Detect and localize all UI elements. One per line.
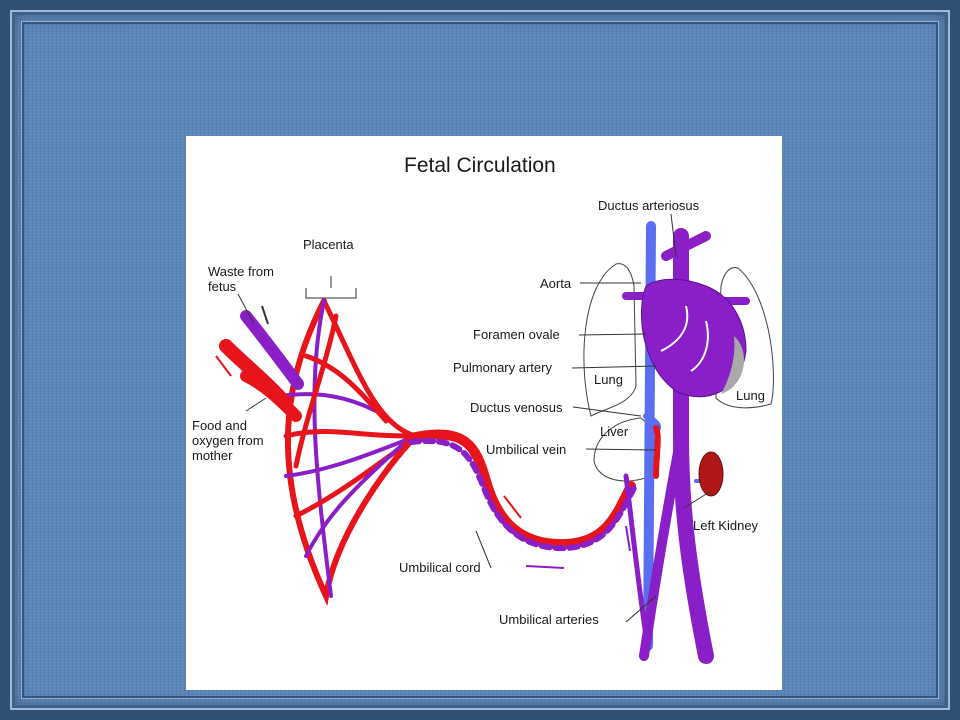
umbilical-cord [406, 429, 637, 552]
label-umbilical-vein: Umbilical vein [486, 442, 567, 457]
liver-outline [593, 417, 657, 482]
label-pulmonary-artery: Pulmonary artery [453, 360, 552, 375]
label-ductus-venosus: Ductus venosus [470, 400, 563, 415]
left-lung-outline [583, 263, 637, 417]
label-liver: Liver [600, 424, 629, 439]
heart-flow-arrow-1 [660, 305, 689, 352]
left-kidney-shape [698, 451, 724, 497]
heart-gray-region [721, 336, 744, 394]
flow-arrows [215, 305, 631, 569]
label-umbilical-arteries: Umbilical arteries [499, 612, 599, 627]
label-lung-left: Lung [594, 372, 623, 387]
right-lung-outline [715, 267, 774, 409]
label-aorta: Aorta [540, 276, 572, 291]
heart-flow-arrow-2 [690, 320, 709, 372]
label-food-and-oxygen: Food and oxygen from mother [192, 418, 264, 463]
label-umbilical-cord: Umbilical cord [399, 560, 481, 575]
label-ductus-arteriosus: Ductus arteriosus [598, 198, 700, 213]
fetal-vessels [622, 221, 750, 664]
diagram-title: Fetal Circulation [404, 154, 556, 177]
label-left-kidney: Left Kidney [693, 518, 759, 533]
label-placenta: Placenta [303, 237, 354, 252]
label-lung-right: Lung [736, 388, 765, 403]
diagram-svg [215, 213, 774, 664]
fetal-circulation-diagram: Fetal Circulation Placenta Waste from fe… [186, 136, 782, 690]
label-waste-from-fetus: Waste from fetus [208, 264, 274, 294]
leader-lines [237, 213, 712, 623]
slide-inner-border [22, 22, 938, 698]
placenta-vessels [219, 298, 419, 607]
label-foramen-ovale: Foramen ovale [473, 327, 560, 342]
